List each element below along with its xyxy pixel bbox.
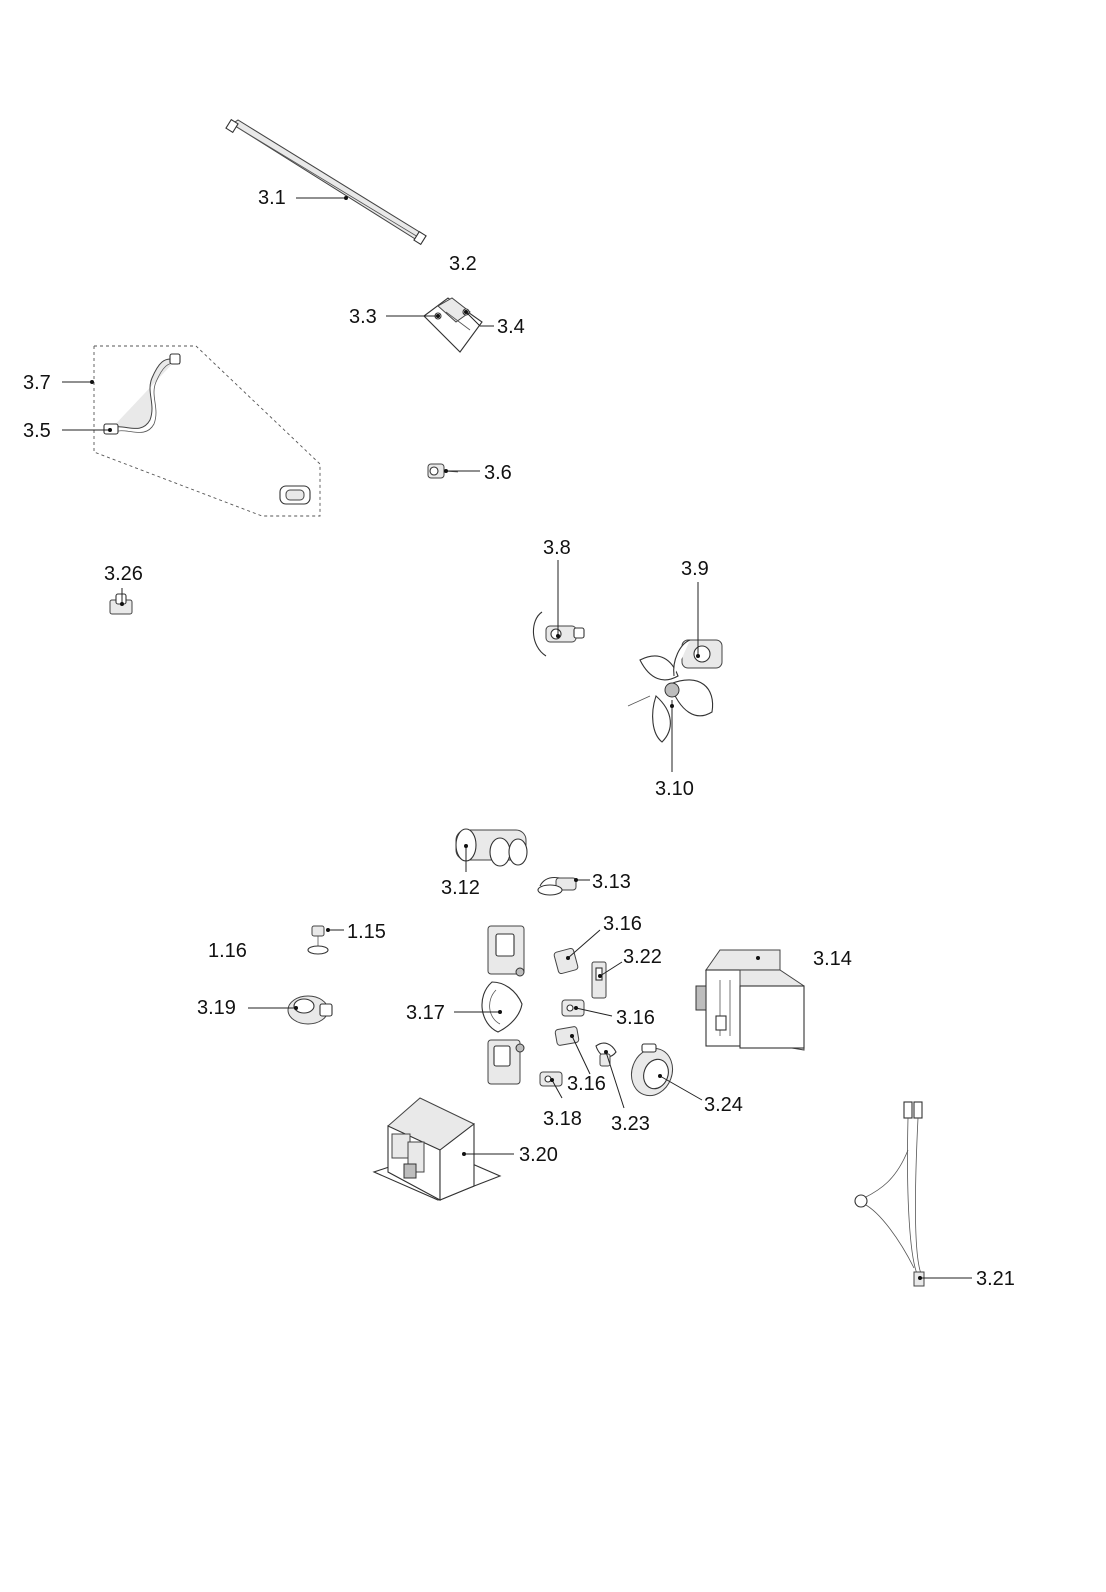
callout-1-16: 1.16 — [208, 940, 247, 962]
part-3-1-rod — [225, 118, 427, 246]
callout-3-13: 3.13 — [592, 871, 631, 893]
callout-3-1: 3.1 — [258, 187, 286, 209]
callout-3-2: 3.2 — [449, 253, 477, 275]
callout-3-24: 3.24 — [704, 1094, 743, 1116]
callout-3-23: 3.23 — [611, 1113, 650, 1135]
part-3-17-latch-assembly — [481, 925, 525, 1085]
callout-labels: 3.1 3.2 3.3 3.4 3.7 3.5 3.6 3.8 3.26 3.9… — [23, 187, 1015, 1290]
part-3-16-switch-b — [561, 999, 585, 1017]
part-3-21-wire-harness — [854, 1101, 925, 1287]
callout-3-12: 3.12 — [441, 877, 480, 899]
callout-3-16-b: 3.16 — [616, 1007, 655, 1029]
part-3-22-switch — [591, 961, 607, 999]
callout-3-5: 3.5 — [23, 420, 51, 442]
part-3-8-bracket — [532, 611, 585, 657]
leader-lines — [62, 196, 972, 1280]
callout-3-17: 3.17 — [406, 1002, 445, 1024]
part-3-3-bracket — [423, 297, 483, 353]
part-3-9-fan-motor — [627, 639, 723, 743]
callout-3-14: 3.14 — [813, 948, 852, 970]
callout-1-15: 1.15 — [347, 921, 386, 943]
callout-3-19: 3.19 — [197, 997, 236, 1019]
part-3-20-transformer — [372, 1097, 502, 1201]
part-3-23-thermostat — [595, 1042, 617, 1067]
callout-3-3: 3.3 — [349, 306, 377, 328]
part-3-16-switch-c — [554, 1026, 580, 1046]
callout-3-8: 3.8 — [543, 537, 571, 559]
callout-3-7: 3.7 — [23, 372, 51, 394]
part-3-6-connector — [427, 463, 459, 479]
callout-3-4: 3.4 — [497, 316, 525, 338]
part-3-12-capacitor — [455, 828, 528, 867]
callout-3-10: 3.10 — [655, 778, 694, 800]
callout-3-22: 3.22 — [623, 946, 662, 968]
part-1-15-screw — [307, 925, 329, 955]
callout-3-6: 3.6 — [484, 462, 512, 484]
part-3-13-clip — [537, 876, 577, 896]
callout-3-21: 3.21 — [976, 1268, 1015, 1290]
callout-3-18: 3.18 — [543, 1108, 582, 1130]
callout-3-20: 3.20 — [519, 1144, 558, 1166]
part-3-19-motor — [287, 995, 333, 1025]
callout-3-9: 3.9 — [681, 558, 709, 580]
part-3-7-wire-group — [93, 345, 321, 517]
part-3-26-clip — [109, 593, 133, 615]
callout-3-16-a: 3.16 — [603, 913, 642, 935]
part-3-24-turntable-motor — [630, 1043, 674, 1097]
callout-3-26: 3.26 — [104, 563, 143, 585]
callout-3-16-c: 3.16 — [567, 1073, 606, 1095]
part-3-14-magnetron — [695, 949, 805, 1051]
